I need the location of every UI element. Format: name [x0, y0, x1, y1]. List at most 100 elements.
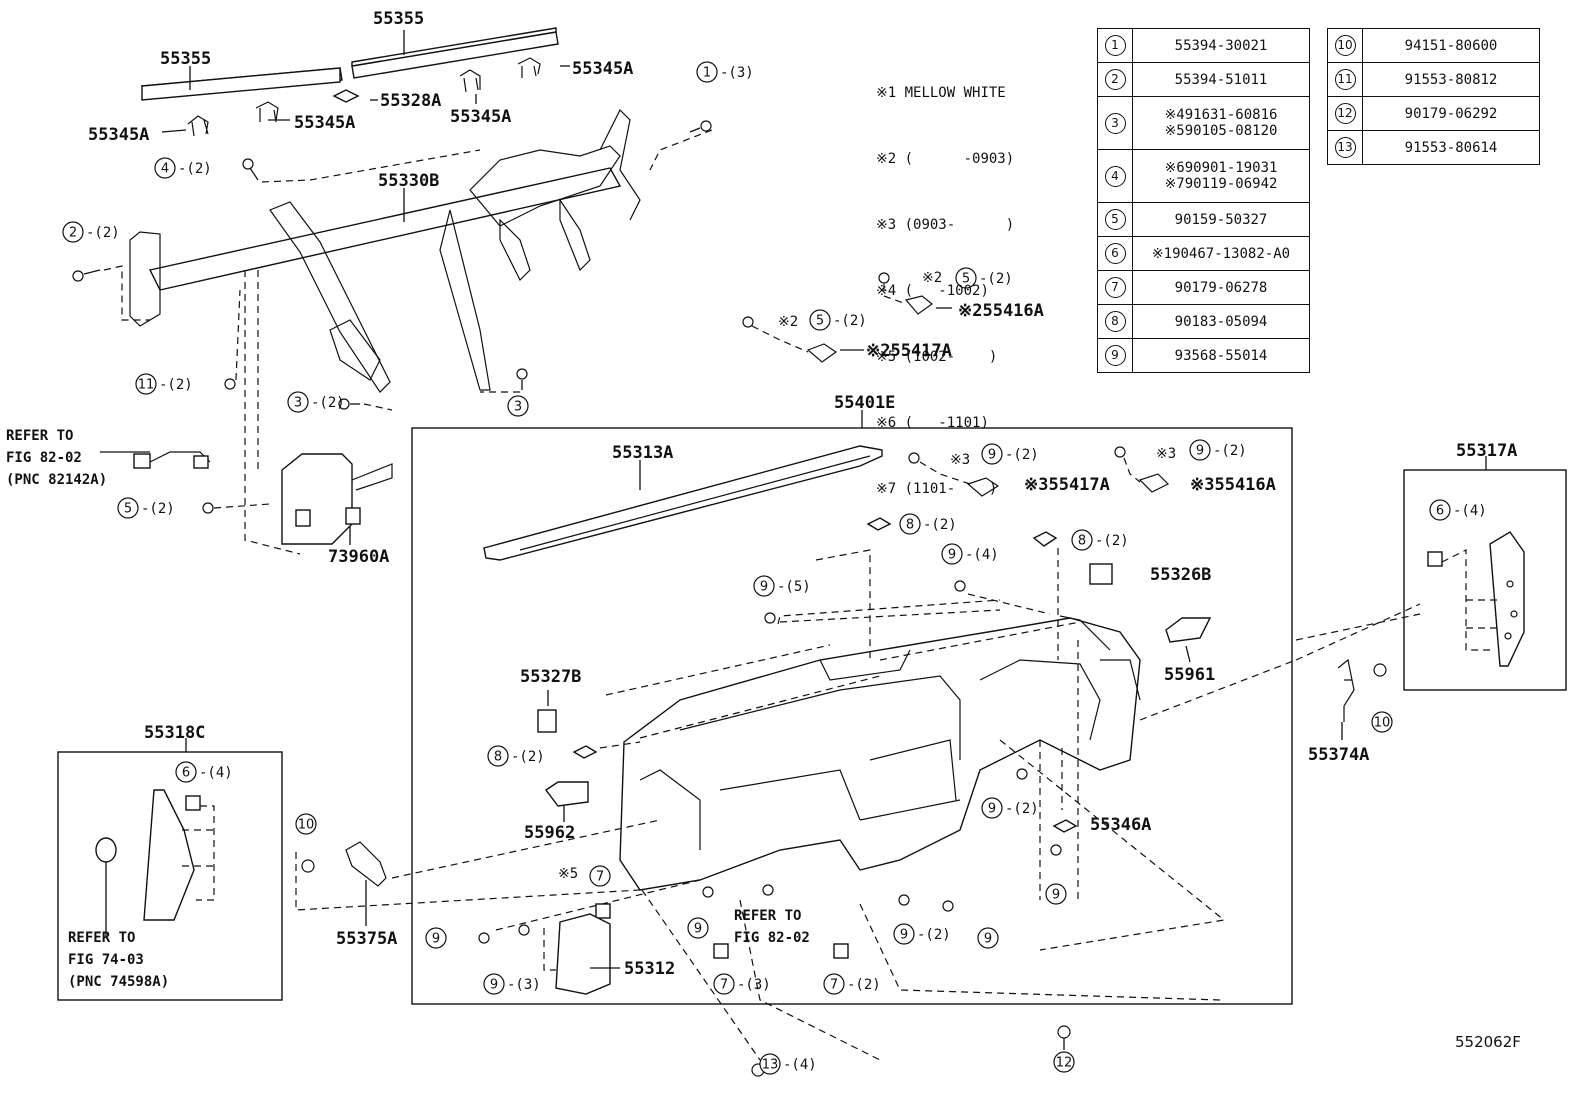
- bolt-1-top[interactable]: [689, 120, 712, 133]
- callout-5[interactable]: 5-(2): [809, 309, 867, 331]
- clip-7-2[interactable]: [833, 943, 849, 959]
- callout-7[interactable]: 7: [589, 865, 611, 887]
- legend-row: 6※190467-13082-A0: [1097, 236, 1310, 271]
- callout-6[interactable]: 6-(4): [175, 761, 233, 783]
- hole-plug[interactable]: [95, 837, 117, 863]
- nut-10-left[interactable]: [301, 859, 315, 873]
- callout-9[interactable]: 9-(5): [753, 575, 811, 597]
- instrument-panel[interactable]: [619, 615, 1141, 891]
- callout-1[interactable]: 1-(3): [696, 61, 754, 83]
- clip-55345a-d[interactable]: [517, 57, 541, 78]
- callout-quantity: -(2): [141, 501, 175, 517]
- callout-4[interactable]: 4-(2): [154, 157, 212, 179]
- bolt-4[interactable]: [242, 158, 259, 181]
- bolt-11[interactable]: [224, 378, 236, 390]
- vent-55962[interactable]: [544, 781, 589, 807]
- callout-5[interactable]: 5-(2): [955, 267, 1013, 289]
- callout-9[interactable]: 9-(4): [941, 543, 999, 565]
- clip-55345a-a[interactable]: [187, 115, 209, 137]
- bolt-refer-82-02[interactable]: [762, 884, 774, 896]
- callout-12[interactable]: 12: [1053, 1051, 1075, 1073]
- clip-55326b[interactable]: [1089, 563, 1113, 585]
- bolt-9-3[interactable]: [518, 924, 530, 936]
- bolt-9-mid-a[interactable]: [898, 894, 910, 906]
- callout-10[interactable]: 10: [1371, 711, 1393, 733]
- callout-6[interactable]: 6-(4): [1429, 499, 1487, 521]
- callout-13[interactable]: 13-(4): [759, 1053, 817, 1075]
- callout-10[interactable]: 10: [295, 813, 317, 835]
- bolt-3-b[interactable]: [516, 368, 528, 390]
- nut-12[interactable]: [1057, 1025, 1071, 1039]
- clip-55417a-m3[interactable]: [966, 477, 1000, 497]
- clip-55345a-b[interactable]: [255, 101, 279, 123]
- bracket-55374a[interactable]: [1337, 658, 1355, 722]
- callout-9[interactable]: 9-(2): [981, 443, 1039, 465]
- callout-9[interactable]: 9-(2): [893, 923, 951, 945]
- legend-part-number: 55394-51011: [1174, 71, 1268, 88]
- callout-11[interactable]: 11-(2): [135, 373, 193, 395]
- clip-6-left[interactable]: [185, 795, 201, 811]
- callout-7[interactable]: 7-(3): [713, 973, 771, 995]
- callout-5[interactable]: 5-(2): [117, 497, 175, 519]
- callout-8[interactable]: 8-(2): [899, 513, 957, 535]
- callout-7[interactable]: 7-(2): [823, 973, 881, 995]
- bolt-9-lower-left[interactable]: [702, 886, 714, 898]
- trim-strip-55355-left[interactable]: [141, 67, 343, 101]
- clip-55416a-m2[interactable]: [904, 295, 933, 315]
- clip-55345a-c[interactable]: [459, 69, 481, 93]
- clip-7-m5[interactable]: [595, 903, 611, 919]
- clip-55417a-m2[interactable]: [806, 343, 838, 363]
- callout-2[interactable]: 2-(2): [62, 221, 120, 243]
- clip-55346a[interactable]: [1052, 819, 1078, 833]
- callout-number: 12: [1056, 1056, 1073, 1071]
- bolt-9-far-left[interactable]: [478, 932, 490, 944]
- refer-to-fig-82-02-a[interactable]: REFER TO FIG 82-02 (PNC 82142A): [6, 428, 107, 488]
- nut-10-right[interactable]: [1373, 663, 1387, 677]
- callout-8[interactable]: 8-(2): [1071, 529, 1129, 551]
- callout-circle: [295, 813, 317, 835]
- trim-strip-55355-right[interactable]: [351, 27, 559, 79]
- bolt-9-right-2[interactable]: [1016, 768, 1028, 780]
- clip-55327b[interactable]: [537, 709, 557, 733]
- bolt-5-left[interactable]: [202, 502, 214, 514]
- note-2: ※2 ( -0903): [876, 151, 1015, 167]
- clip-7-3[interactable]: [713, 943, 729, 959]
- clip-8-left[interactable]: [572, 745, 598, 759]
- callout-9[interactable]: 9: [977, 927, 999, 949]
- callout-9[interactable]: 9: [425, 927, 447, 949]
- clip-8-right[interactable]: [1032, 531, 1058, 547]
- bolt-9-m3-b[interactable]: [1114, 446, 1126, 458]
- clip-8-top[interactable]: [866, 517, 892, 531]
- cover-55312[interactable]: [555, 913, 611, 995]
- bolt-5-m2-b[interactable]: [742, 316, 754, 328]
- refer-to-fig-74-03[interactable]: REFER TO FIG 74-03 (PNC 74598A): [68, 930, 169, 990]
- callout-9[interactable]: 9: [1045, 883, 1067, 905]
- callout-3[interactable]: 3-(2): [287, 391, 345, 413]
- garnish-55313a[interactable]: [483, 445, 883, 561]
- refer-to-fig-82-02-b[interactable]: REFER TO FIG 82-02: [734, 908, 810, 946]
- reinforcement-55330b[interactable]: [129, 108, 641, 393]
- clip-6-right[interactable]: [1427, 551, 1443, 567]
- bolt-3-a[interactable]: [338, 398, 360, 410]
- bolt-9-top-4[interactable]: [954, 580, 966, 592]
- clip-55416a-m3[interactable]: [1138, 473, 1170, 493]
- side-cover-55317a[interactable]: [1489, 531, 1525, 667]
- bolt-9-m3-a[interactable]: [908, 452, 920, 464]
- bolt-5-m2-a[interactable]: [878, 272, 890, 284]
- bolt-2[interactable]: [72, 269, 101, 282]
- callout-9[interactable]: 9-(3): [483, 973, 541, 995]
- bolt-9-top-5[interactable]: [764, 612, 776, 624]
- legend-part-number: 91553-80812: [1404, 71, 1498, 88]
- callout-9[interactable]: 9-(2): [1189, 439, 1247, 461]
- callout-9[interactable]: 9-(2): [981, 797, 1039, 819]
- bolt-9-mid-b[interactable]: [942, 900, 954, 912]
- bracket-55375a[interactable]: [345, 841, 387, 887]
- callout-circle: [687, 917, 709, 939]
- callout-9[interactable]: 9: [687, 917, 709, 939]
- callout-8[interactable]: 8-(2): [487, 745, 545, 767]
- airbag-73960a[interactable]: [281, 453, 393, 545]
- callout-3[interactable]: 3: [507, 395, 529, 417]
- vent-55961[interactable]: [1165, 617, 1212, 643]
- bolt-9-right-low[interactable]: [1050, 844, 1062, 856]
- clip-55328a[interactable]: [332, 89, 360, 103]
